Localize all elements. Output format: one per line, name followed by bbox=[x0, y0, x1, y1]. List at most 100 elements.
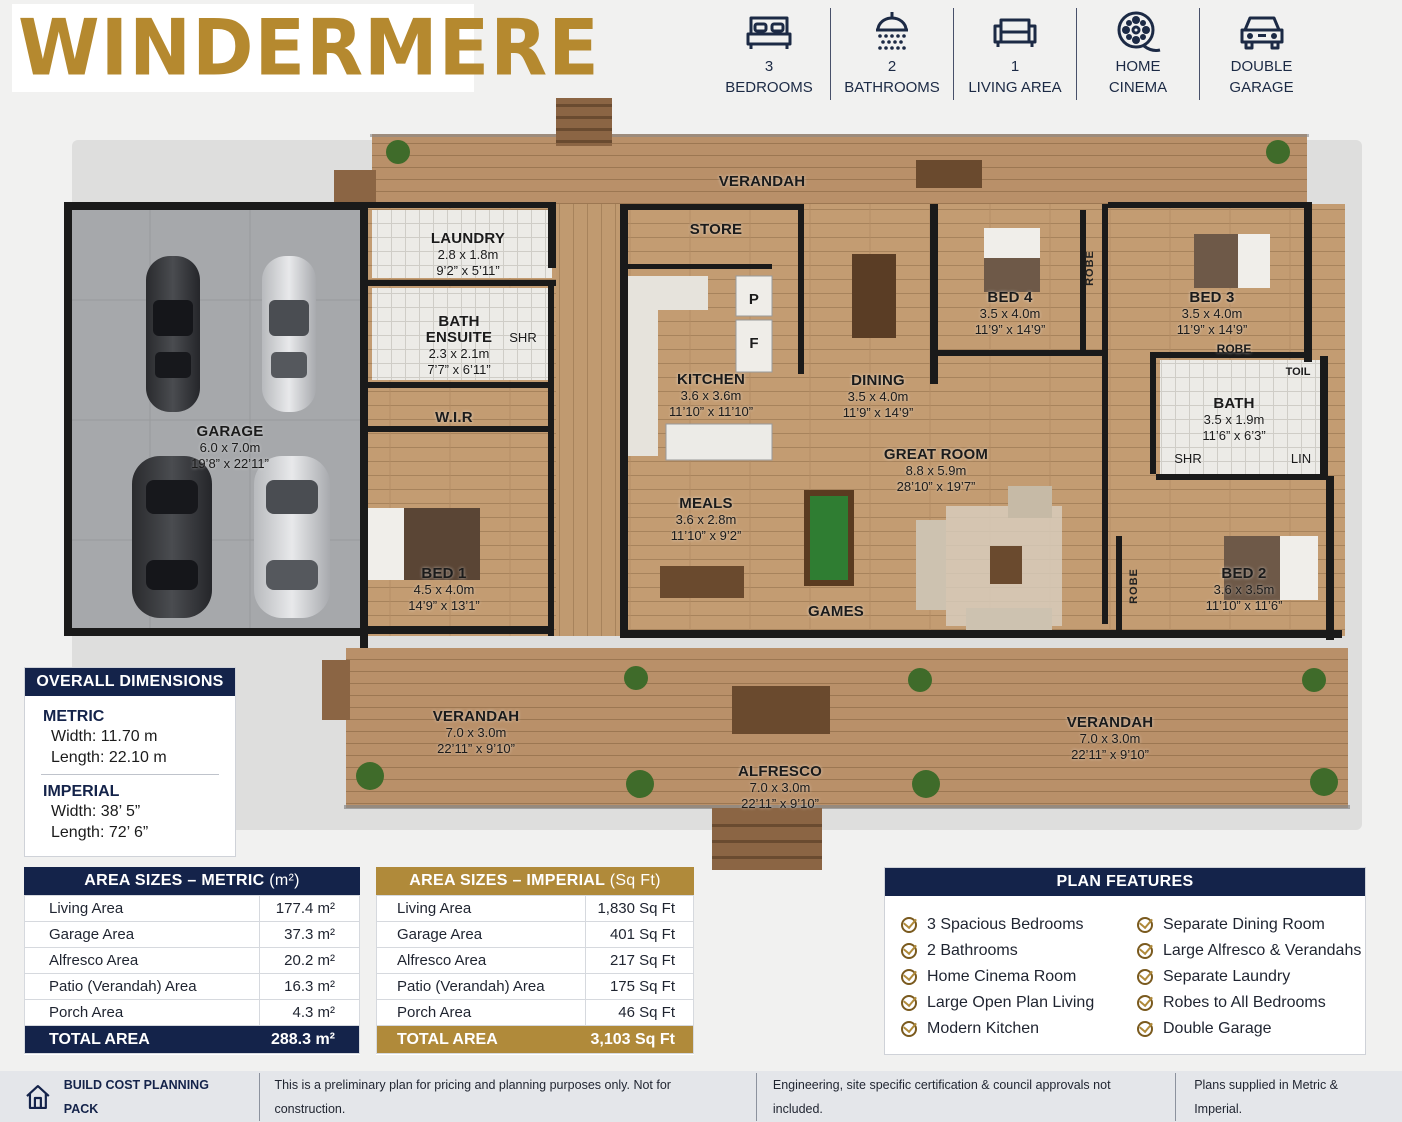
top-verandah-deck bbox=[372, 134, 1307, 204]
feature-line-2: BEDROOMS bbox=[725, 79, 813, 96]
label-ensuite-shower: SHR bbox=[509, 330, 537, 345]
list-item: 3 Spacious Bedrooms bbox=[901, 912, 1094, 938]
walls bbox=[64, 202, 1342, 648]
pool-table bbox=[804, 490, 854, 586]
area-imperial-header: AREA SIZES – IMPERIAL (Sq Ft) bbox=[376, 867, 694, 895]
dining-table bbox=[852, 254, 896, 338]
list-item: Robes to All Bedrooms bbox=[1137, 990, 1361, 1016]
alfresco-table bbox=[732, 686, 830, 734]
meals-table bbox=[660, 566, 744, 598]
area-imperial-panel: AREA SIZES – IMPERIAL (Sq Ft) Living Are… bbox=[376, 867, 694, 1055]
label-robe-bed4: ROBE bbox=[1083, 250, 1096, 286]
label-pantry: P bbox=[748, 291, 760, 308]
feature-summary-bar: 3 BEDROOMS 2 BATHROOMS 1 LIVING AREA HOM… bbox=[708, 8, 1388, 100]
top-verandah-rail bbox=[370, 134, 1309, 137]
feature-living-area: 1 LIVING AREA bbox=[954, 8, 1077, 100]
car-bottom-left bbox=[132, 456, 212, 618]
label-robe-bed3: ROBE bbox=[1216, 342, 1252, 356]
feature-line-2: GARAGE bbox=[1229, 79, 1294, 96]
feature-home-cinema: HOME CINEMA bbox=[1077, 8, 1200, 100]
armchair bbox=[1008, 486, 1052, 518]
check-icon bbox=[1137, 917, 1153, 933]
bed-3 bbox=[1194, 234, 1270, 288]
plan-features-panel: PLAN FEATURES 3 Spacious Bedrooms 2 Bath… bbox=[884, 867, 1366, 1055]
feature-line-1: 3 bbox=[764, 58, 774, 75]
label-toilet: TOIL bbox=[1285, 366, 1311, 378]
imperial-length: Length: 72’ 6” bbox=[51, 824, 149, 841]
check-icon bbox=[1137, 995, 1153, 1011]
lower-rail bbox=[344, 805, 1350, 809]
footer-note-2: Engineering, site specific certification… bbox=[757, 1072, 1177, 1121]
car-icon bbox=[1240, 16, 1283, 50]
bed-1 bbox=[368, 508, 480, 580]
metric-label: METRIC bbox=[43, 708, 105, 725]
hallway-floor bbox=[556, 204, 620, 636]
car-top-left bbox=[146, 256, 200, 412]
list-item: Modern Kitchen bbox=[901, 1016, 1094, 1042]
fridge bbox=[735, 319, 773, 373]
verandah-left-deck bbox=[346, 648, 618, 808]
check-icon bbox=[1137, 969, 1153, 985]
label-bath-shower: SHR bbox=[1174, 451, 1202, 466]
list-item: Large Alfresco & Verandahs bbox=[1137, 938, 1361, 964]
features-list-right: Separate Dining Room Large Alfresco & Ve… bbox=[1137, 912, 1361, 1042]
car-top-right bbox=[262, 256, 316, 412]
check-icon bbox=[1137, 943, 1153, 959]
shower-icon bbox=[876, 12, 908, 50]
plants bbox=[356, 140, 1338, 798]
check-icon bbox=[1137, 1021, 1153, 1037]
list-item: Home Cinema Room bbox=[901, 964, 1094, 990]
kitchen-bench-top bbox=[628, 276, 708, 310]
garage-grid bbox=[68, 204, 366, 636]
footer-bar: BUILD COST PLANNING PACK This is a preli… bbox=[0, 1071, 1402, 1122]
laundry-floor bbox=[372, 210, 552, 278]
bed-2 bbox=[1224, 536, 1318, 600]
overall-dimensions-header: OVERALL DIMENSIONS bbox=[25, 668, 235, 696]
sofa-icon bbox=[993, 18, 1037, 47]
list-item: Large Open Plan Living bbox=[901, 990, 1094, 1016]
footer-note-3: Plans supplied in Metric & Imperial. bbox=[1194, 1077, 1339, 1116]
lounge-sofa bbox=[916, 520, 946, 610]
verandah-right-deck bbox=[950, 648, 1348, 808]
feature-line-1: 2 bbox=[887, 58, 897, 75]
feature-line-1: DOUBLE bbox=[1230, 58, 1293, 75]
label-fridge: F bbox=[749, 335, 759, 352]
label-linen: LIN bbox=[1290, 451, 1312, 466]
kitchen-island bbox=[665, 423, 773, 461]
bath-floor bbox=[1160, 360, 1320, 478]
coffee-table bbox=[990, 546, 1022, 584]
label-wir: W.I.R bbox=[435, 409, 473, 426]
list-item: 2 Bathrooms bbox=[901, 938, 1094, 964]
list-item: Double Garage bbox=[1137, 1016, 1361, 1042]
film-reel-icon bbox=[1117, 11, 1161, 52]
feature-line-1: HOME bbox=[1115, 58, 1161, 75]
footer-note-1: This is a preliminary plan for pricing a… bbox=[260, 1072, 757, 1121]
list-item: Separate Laundry bbox=[1137, 964, 1361, 990]
floor-plan bbox=[64, 98, 1362, 870]
verandah-table bbox=[916, 160, 982, 188]
